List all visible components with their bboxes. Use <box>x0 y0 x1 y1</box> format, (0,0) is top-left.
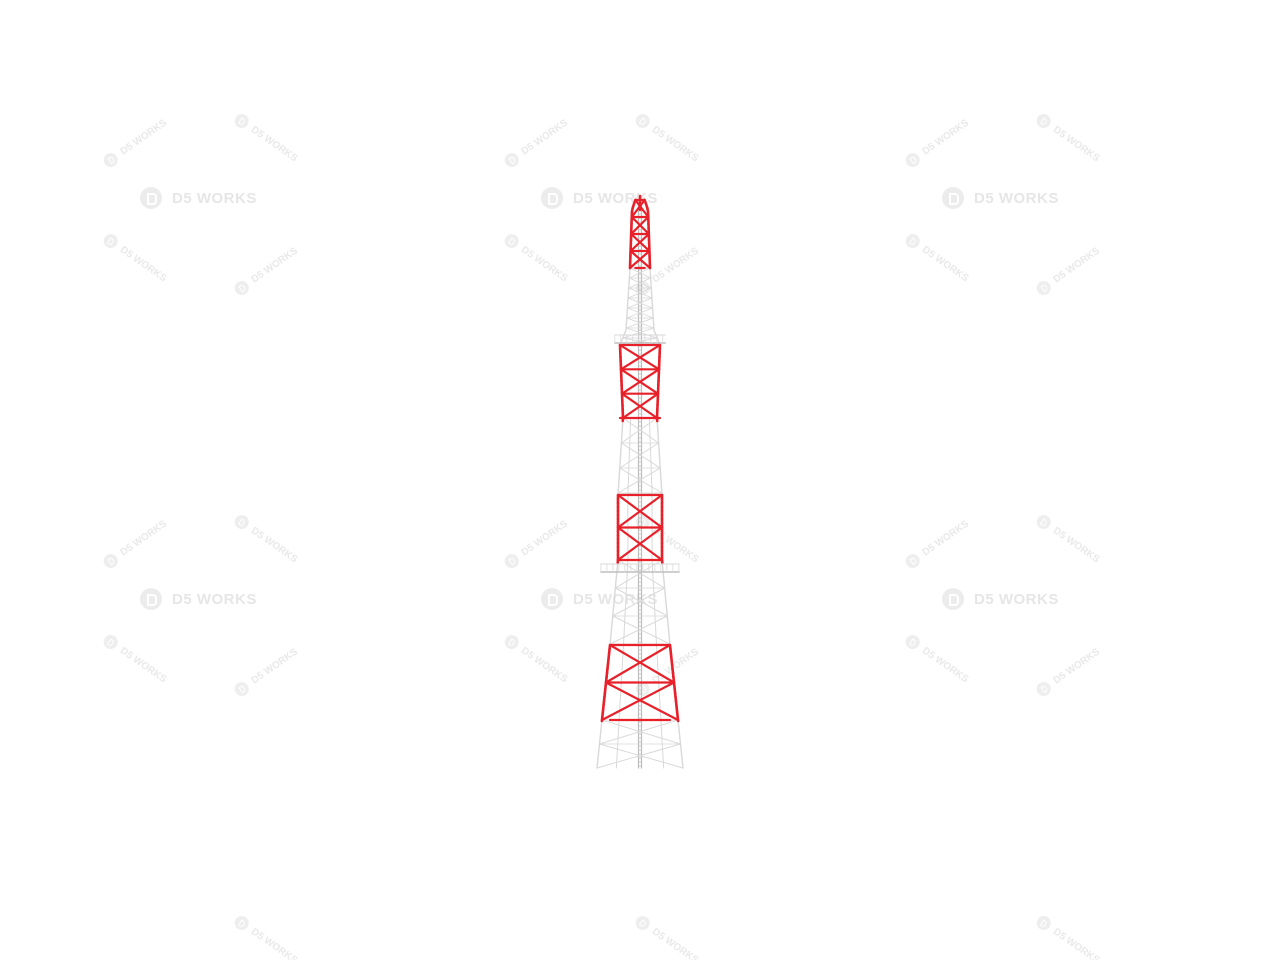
tower-brace <box>627 287 652 299</box>
tower-leg <box>663 587 666 595</box>
tower-leg <box>596 761 599 769</box>
tower-brace <box>622 417 660 444</box>
tower-leg <box>664 593 667 601</box>
tower-brace <box>599 719 679 745</box>
tower-brace <box>619 442 660 469</box>
tower-leg <box>614 587 617 595</box>
tower-leg <box>611 611 614 619</box>
tower-leg <box>665 605 668 613</box>
tower-leg <box>662 575 665 583</box>
red-section-bottom <box>608 643 676 684</box>
red-section-top <box>634 198 650 219</box>
tower-leg <box>667 629 670 637</box>
tower-leg <box>681 761 684 769</box>
tower-brace <box>622 337 661 346</box>
tower-leg <box>598 743 601 751</box>
tower-leg <box>614 581 617 589</box>
tower-brace <box>626 297 653 309</box>
tower-leg <box>615 575 618 583</box>
tower-platforms <box>600 334 680 573</box>
tower-leg <box>598 737 601 745</box>
red-section-middle <box>616 493 664 529</box>
tower-leg <box>610 623 613 631</box>
tower-red-sections <box>600 194 680 723</box>
red-section-bottom <box>600 681 676 722</box>
tower-leg <box>679 737 682 745</box>
tower-leg <box>612 599 615 607</box>
tower-brace <box>609 615 668 645</box>
tower-brace <box>599 743 684 769</box>
tower-leg <box>679 743 682 751</box>
tower-leg <box>616 563 619 571</box>
tower-brace <box>612 587 666 617</box>
red-section-bottom <box>604 643 672 684</box>
tower-brace <box>612 615 671 645</box>
tower-brace <box>617 467 661 494</box>
tower-brace <box>614 559 663 589</box>
tower-brace <box>596 743 681 769</box>
tower-brace <box>619 467 663 494</box>
tower-brace <box>601 719 681 745</box>
tower-leg <box>597 749 600 757</box>
tower-brace <box>617 559 666 589</box>
tower-brace <box>620 442 661 469</box>
tower-leg <box>662 569 665 577</box>
tower-leg <box>665 599 668 607</box>
red-section-top <box>629 232 650 253</box>
tower-brace <box>620 417 658 444</box>
tower-brace <box>622 327 655 339</box>
tower-leg <box>663 581 666 589</box>
tower-leg <box>680 749 683 757</box>
tower-leg <box>596 755 599 763</box>
tower-leg <box>668 635 671 643</box>
tower-brace <box>625 327 658 339</box>
tower-brace <box>626 307 654 319</box>
tower-leg <box>666 611 669 619</box>
tower-brace <box>614 587 668 617</box>
red-section-middle <box>616 526 664 562</box>
tower-brace <box>625 317 654 329</box>
red-section-upper <box>621 392 660 420</box>
tower-leg <box>666 617 669 625</box>
red-section-top <box>628 249 651 270</box>
tower-brace <box>628 277 652 289</box>
tower-leg <box>610 629 613 637</box>
tower-leg <box>681 755 684 763</box>
tower-leg <box>609 635 612 643</box>
tower-leg <box>611 617 614 625</box>
tower-leg <box>599 731 602 739</box>
tower-leg <box>667 623 670 631</box>
tower-leg <box>661 563 664 571</box>
tower-leg <box>613 593 616 601</box>
tower-brace <box>628 267 651 279</box>
red-section-upper <box>620 368 661 395</box>
tower-leg <box>620 335 625 343</box>
red-section-top <box>630 215 650 236</box>
red-section-upper <box>619 343 662 371</box>
red-section-top <box>630 198 646 219</box>
tower-leg <box>678 731 681 739</box>
tower-leg <box>600 725 603 733</box>
tower-leg <box>612 605 615 613</box>
red-section-bottom <box>604 681 680 722</box>
tower-leg <box>677 725 680 733</box>
tower-leg <box>615 569 618 577</box>
